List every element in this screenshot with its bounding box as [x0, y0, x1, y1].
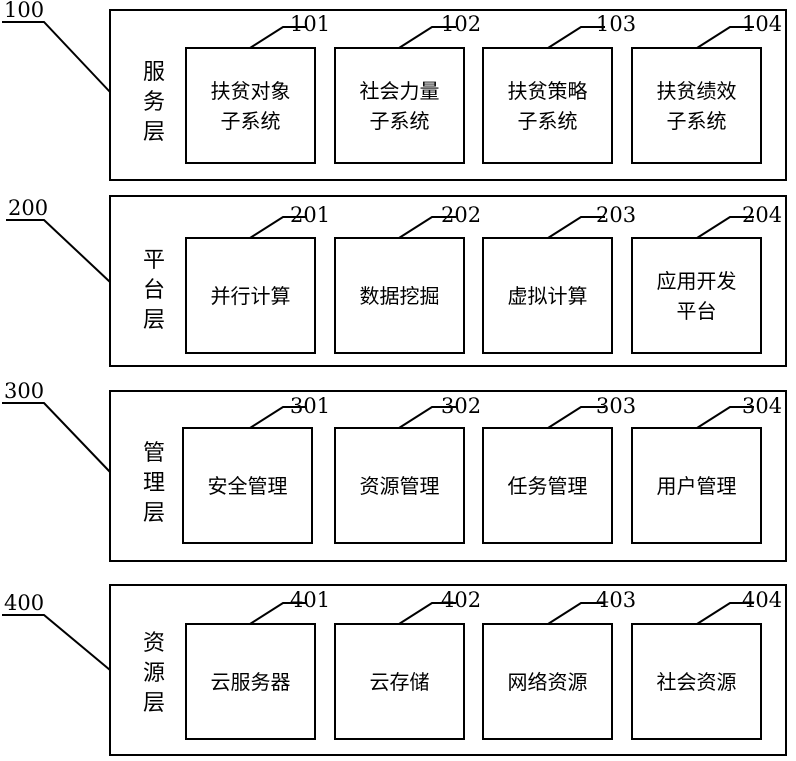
leader-line-100 — [2, 22, 110, 92]
module-103: 扶贫策略 子系统 — [483, 48, 612, 163]
leader-line-400 — [2, 615, 110, 670]
module-303-id: 303 — [596, 396, 636, 417]
module-104: 扶贫绩效 子系统 — [632, 48, 761, 163]
module-102: 社会力量 子系统 — [335, 48, 464, 163]
module-303: 任务管理 — [483, 428, 612, 543]
module-104-id: 104 — [742, 14, 782, 35]
module-403: 网络资源 — [483, 624, 612, 739]
leader-line-300 — [2, 403, 110, 472]
module-204: 应用开发 平台 — [632, 238, 761, 353]
module-402: 云存储 — [335, 624, 464, 739]
module-103-id: 103 — [596, 14, 636, 35]
module-403-id: 403 — [596, 590, 636, 611]
layer-300-name: 管理层 — [141, 439, 167, 529]
leader-line-200 — [6, 220, 110, 282]
layer-300-id: 300 — [4, 381, 44, 402]
module-401-id: 401 — [290, 590, 330, 611]
module-302-id: 302 — [441, 396, 481, 417]
module-101: 扶贫对象 子系统 — [186, 48, 315, 163]
module-203-id: 203 — [596, 205, 636, 226]
module-404-id: 404 — [742, 590, 782, 611]
module-304: 用户管理 — [632, 428, 761, 543]
module-204-id: 204 — [742, 205, 782, 226]
module-203: 虚拟计算 — [483, 238, 612, 353]
layer-400-name: 资源层 — [141, 629, 167, 719]
layer-100-name: 服务层 — [141, 58, 167, 148]
module-404: 社会资源 — [632, 624, 761, 739]
module-304-id: 304 — [742, 396, 782, 417]
module-202: 数据挖掘 — [335, 238, 464, 353]
module-302: 资源管理 — [335, 428, 464, 543]
module-301-id: 301 — [290, 396, 330, 417]
module-401: 云服务器 — [186, 624, 315, 739]
module-201: 并行计算 — [186, 238, 315, 353]
layer-200-name: 平台层 — [141, 246, 167, 336]
module-102-id: 102 — [441, 14, 481, 35]
layer-400-id: 400 — [4, 593, 44, 614]
layer-200-id: 200 — [8, 198, 48, 219]
module-201-id: 201 — [290, 205, 330, 226]
module-101-id: 101 — [290, 14, 330, 35]
layer-100-id: 100 — [4, 0, 44, 21]
module-402-id: 402 — [441, 590, 481, 611]
module-202-id: 202 — [441, 205, 481, 226]
module-301: 安全管理 — [183, 428, 312, 543]
